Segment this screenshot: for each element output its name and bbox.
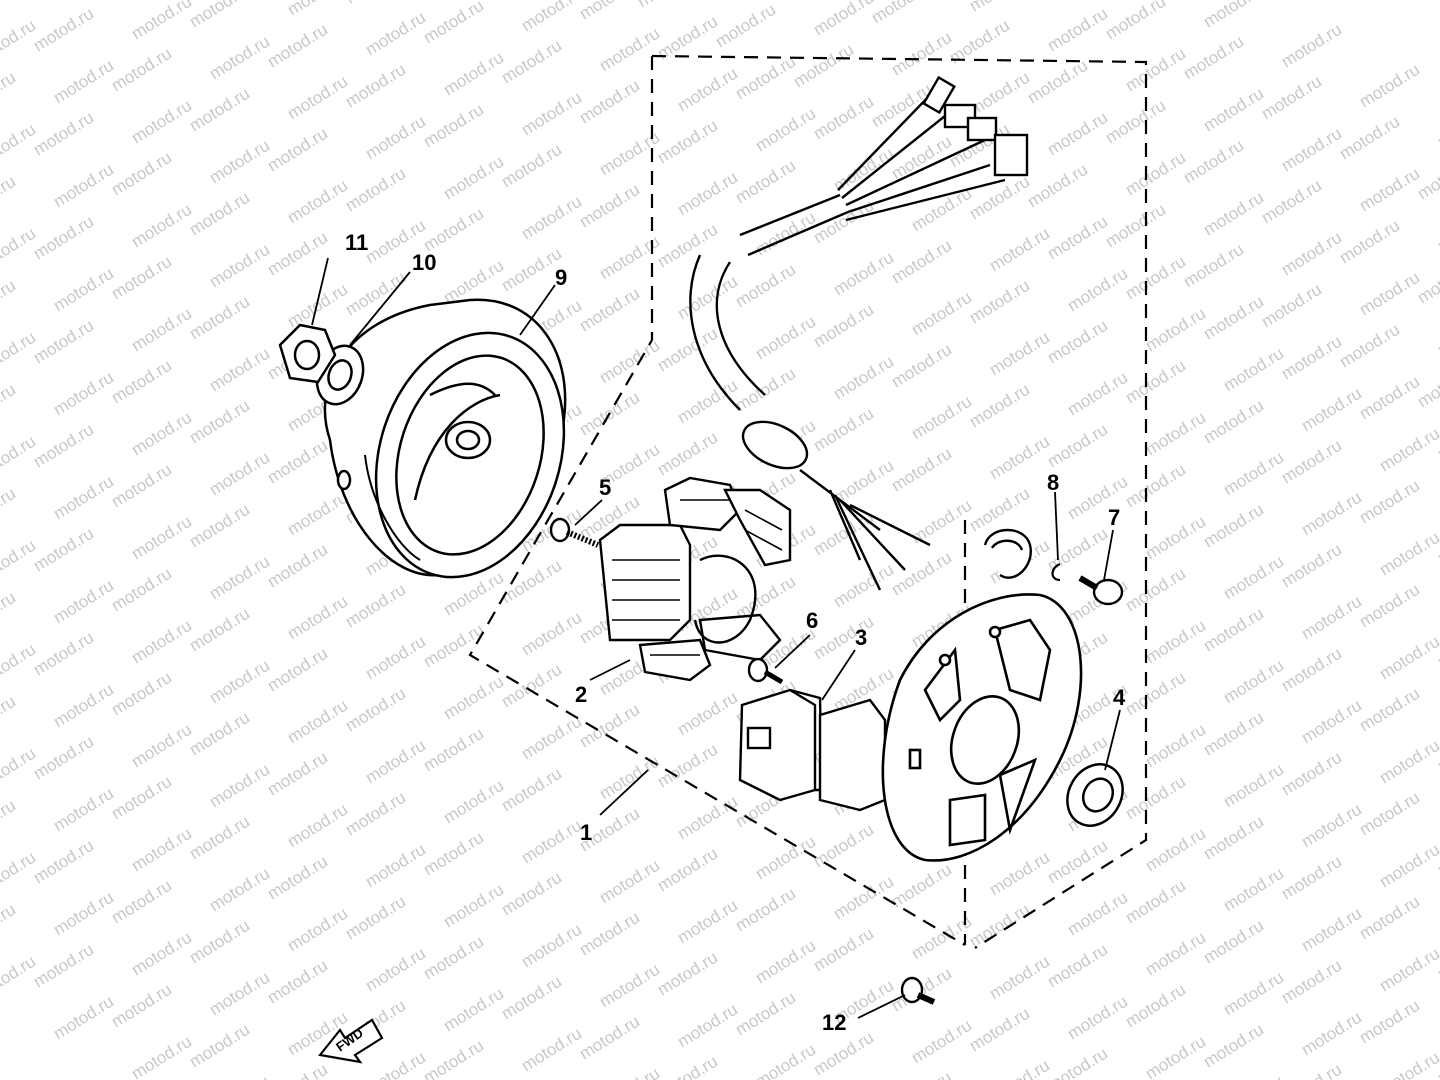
callout-8: 8: [1047, 470, 1059, 495]
callout-5: 5: [599, 475, 611, 500]
callout-9: 9: [555, 265, 567, 290]
callout-7: 7: [1108, 505, 1120, 530]
callout-6: 6: [806, 608, 818, 633]
cable-clamp: [983, 528, 1032, 579]
pickup-coil: [738, 688, 887, 812]
circlip: [1051, 562, 1061, 582]
stator-base-plate: [881, 593, 1083, 862]
callout-10: 10: [412, 250, 436, 275]
leader-lines: [311, 257, 1121, 1019]
callout-11: 11: [345, 230, 368, 255]
callout-labels: 1 2 3 4 5 6 7 8 9 10 11 12: [345, 230, 1126, 1035]
flywheel-rotor: [323, 298, 567, 579]
callout-3: 3: [855, 625, 867, 650]
screws: [549, 517, 1124, 1005]
nut: [278, 323, 337, 384]
forward-direction-arrow: FWD: [317, 1018, 384, 1064]
callout-2: 2: [575, 682, 587, 707]
callout-1: 1: [580, 820, 592, 845]
callout-12: 12: [822, 1010, 846, 1035]
stator-assembly: [598, 476, 792, 682]
wire-harness: [689, 75, 1029, 591]
callout-4: 4: [1113, 685, 1126, 710]
assembly-boundary-dashed: [468, 54, 1148, 949]
oil-seal: [1066, 763, 1124, 827]
